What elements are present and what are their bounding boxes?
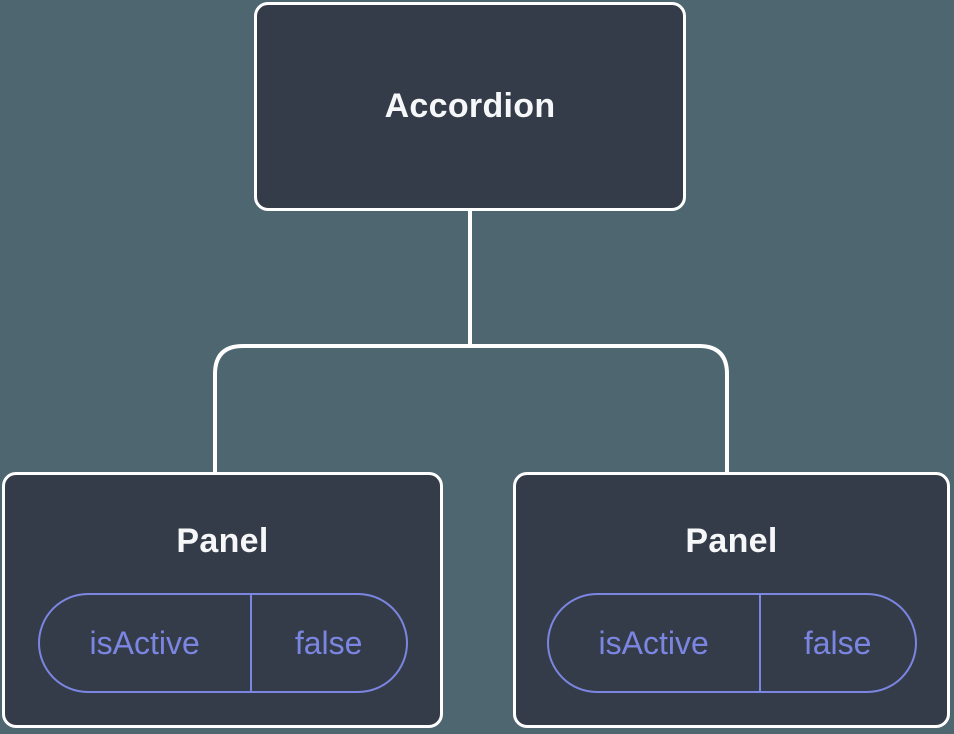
node-label: Panel bbox=[176, 521, 269, 560]
connector-branch bbox=[213, 344, 729, 478]
tree-node-accordion: Accordion bbox=[254, 2, 686, 211]
prop-badge: isActive false bbox=[37, 593, 408, 693]
prop-name: isActive bbox=[549, 595, 761, 691]
node-label: Panel bbox=[685, 521, 778, 560]
tree-node-panel-1: Panel isActive false bbox=[2, 472, 443, 728]
tree-node-panel-2: Panel isActive false bbox=[513, 472, 950, 728]
prop-badge: isActive false bbox=[546, 593, 917, 693]
prop-name: isActive bbox=[40, 595, 252, 691]
prop-value: false bbox=[294, 624, 363, 661]
node-label: Accordion bbox=[384, 87, 556, 125]
prop-value: false bbox=[803, 624, 872, 661]
